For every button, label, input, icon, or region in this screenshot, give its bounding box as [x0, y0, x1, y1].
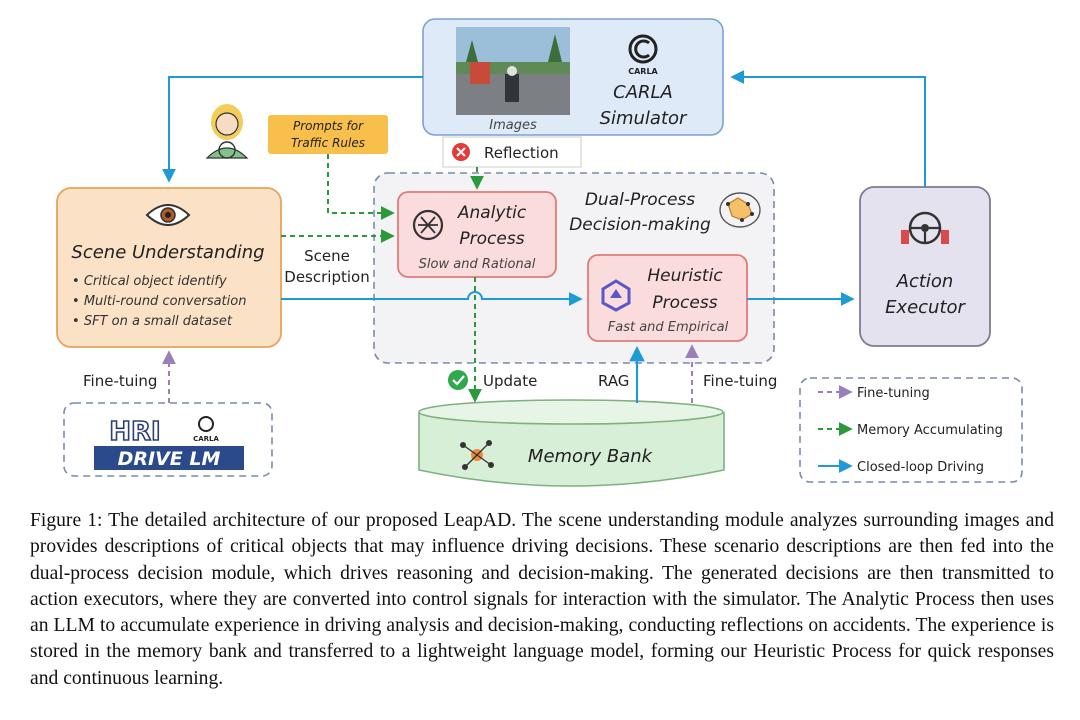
simulator-title-line1: CARLA [613, 82, 673, 103]
prompts-line1: Prompts for [293, 119, 364, 133]
scene-understanding-box [56, 187, 282, 348]
rag-label: RAG [598, 372, 629, 390]
hri-logo: HRI [109, 417, 160, 447]
simulator-title-line2: Simulator [600, 108, 688, 129]
check-icon [448, 370, 468, 390]
action-executor-line2: Executor [885, 297, 966, 318]
update-label: Update [483, 372, 537, 390]
prompts-line2: Traffic Rules [291, 136, 365, 150]
network-icon [460, 440, 494, 470]
memory-bank-label: Memory Bank [528, 446, 654, 467]
reflection-label: Reflection [484, 144, 559, 162]
figure-caption: Figure 1: The detailed architecture of o… [30, 510, 1054, 689]
legend-closed-loop: Closed-loop Driving [857, 460, 984, 475]
images-label: Images [489, 118, 537, 133]
scene-description-line2: Description [284, 268, 369, 286]
action-executor-line1: Action [896, 271, 954, 292]
qwen-icon [601, 279, 631, 312]
datasets-box [63, 402, 273, 477]
action-executor-box [859, 186, 991, 347]
analytic-subtitle: Slow and Rational [419, 257, 536, 272]
memory-bank-cylinder [418, 399, 725, 487]
analytic-title-line1: Analytic [457, 203, 527, 223]
analytic-title-line2: Process [459, 229, 524, 249]
carla-small-text: CARLA [193, 435, 219, 443]
arrow-scene-to-heuristic [281, 291, 583, 306]
carla-small-icon [198, 416, 214, 432]
legend-box [799, 377, 1023, 483]
openai-icon [412, 209, 444, 241]
architecture-diagram: Dual-Process Decision-making Images CARL… [56, 18, 1023, 487]
arrow-exec-to-sim [730, 70, 926, 187]
dual-process-title-line2: Decision-making [569, 215, 711, 235]
steering-wheel-icon [901, 211, 949, 245]
driver-person-icon [205, 104, 249, 159]
scene-description-line1: Scene [304, 247, 350, 265]
legend-finetuning: Fine-tuning [857, 386, 930, 401]
driving-scene-image [456, 27, 570, 115]
heuristic-subtitle: Fast and Empirical [608, 320, 729, 335]
arrow-sim-to-scene [162, 76, 423, 183]
heuristic-title-line1: Heuristic [647, 266, 723, 286]
carla-logo-icon: CARLA [628, 34, 659, 76]
svg-text:CARLA: CARLA [628, 67, 658, 76]
arrow-prompts [327, 154, 395, 220]
finetune-left-label: Fine-tuing [83, 372, 157, 390]
analytic-process-box [397, 191, 557, 278]
drivelm-logo: DRIVE LM [118, 448, 221, 470]
scene-bullet-3: • SFT on a small dataset [72, 314, 233, 329]
heuristic-title-line2: Process [652, 293, 717, 313]
dual-process-title-line1: Dual-Process [585, 190, 695, 210]
prompts-box [268, 115, 388, 154]
scene-bullet-2: • Multi-round conversation [72, 294, 246, 309]
brain-network-icon [719, 192, 761, 228]
finetune-right-label: Fine-tuing [703, 372, 777, 390]
legend-memory: Memory Accumulating [857, 423, 1003, 438]
scene-understanding-title: Scene Understanding [71, 242, 264, 263]
scene-bullet-1: • Critical object identify [72, 274, 227, 289]
eye-icon [145, 204, 191, 226]
